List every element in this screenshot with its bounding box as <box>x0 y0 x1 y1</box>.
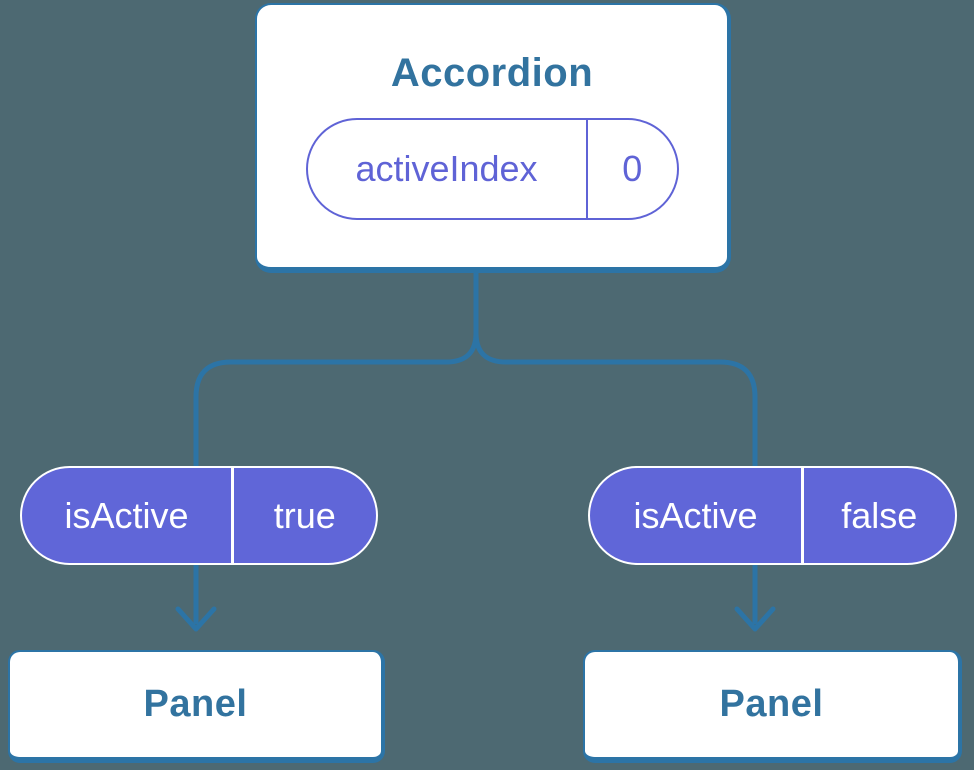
pill-divider <box>231 468 234 563</box>
pill-divider <box>801 468 804 563</box>
panel-card-right: Panel <box>583 650 962 763</box>
panel-title: Panel <box>719 683 824 725</box>
state-name: activeIndex <box>355 148 538 189</box>
right-branch-line <box>473 330 758 625</box>
state-pill: activeIndex 0 <box>305 118 679 220</box>
arrow-down-icon <box>734 606 776 632</box>
component-title: Accordion <box>390 51 594 95</box>
state-value: 0 <box>622 148 643 189</box>
prop-value: true <box>273 494 336 536</box>
accordion-card: Accordion activeIndex 0 <box>255 3 731 273</box>
prop-name: isActive <box>64 494 189 536</box>
arrow-down-icon <box>175 606 217 632</box>
prop-value: false <box>841 494 918 536</box>
left-branch-line <box>193 330 479 625</box>
prop-pill-right: isActive false <box>588 466 957 565</box>
prop-pill-left: isActive true <box>20 466 378 565</box>
panel-title: Panel <box>143 683 248 725</box>
prop-name: isActive <box>633 494 758 536</box>
panel-card-left: Panel <box>8 650 385 763</box>
pill-divider <box>585 120 588 218</box>
